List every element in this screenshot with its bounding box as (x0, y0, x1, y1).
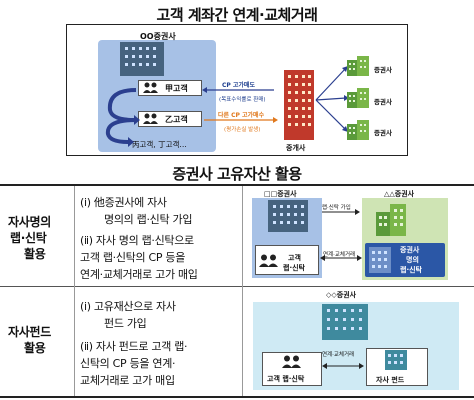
firm-b-label: △△증권사 (384, 190, 415, 198)
client-box-row1-label2: 랩·신탁 (283, 264, 305, 272)
row2-heading-line1: 자사펀드 (8, 325, 51, 339)
table-col-divider-1 (74, 186, 75, 396)
person-icon (143, 113, 158, 124)
client-box-row1 (255, 245, 319, 275)
firm-label-3: 증권사 (374, 129, 392, 137)
broker-to-firm-arrows (315, 66, 349, 132)
row1-arrows (320, 209, 362, 261)
broker-label: 중개사 (286, 144, 306, 152)
row2-line2: (ⅱ) 자사 펀드로 고객 랩· (80, 340, 188, 353)
firm-label-2: 증권사 (374, 98, 392, 106)
row2-heading-line2: 활용 (24, 341, 46, 355)
flow-arrows (105, 88, 140, 147)
firm-b-building-icon (376, 204, 406, 236)
row2-trade-label: 연계·교체거래 (322, 352, 355, 358)
person-icon (282, 355, 301, 368)
client-others-label: 丙고객, 丁고객… (132, 140, 187, 149)
cp-sell-note: (목표수익률로 환매) (219, 97, 266, 103)
row1-trade-label: 연계·교체거래 (323, 252, 356, 258)
row2-line3: 신탁의 CP 등을 연계· (80, 357, 176, 370)
table-col-divider-2 (242, 186, 243, 396)
inner-box-label3: 랩·신탁 (400, 266, 422, 274)
client-a-label: 甲고객 (165, 84, 188, 93)
top-title: 고객 계좌간 연계·교체거래 (156, 6, 318, 24)
firm-building-icon (347, 120, 369, 140)
cp-arrows (202, 87, 278, 123)
row1-line1-cont: 명의의 랩·신탁 가입 (104, 213, 193, 226)
fund-box-label: 자사 펀드 (376, 376, 405, 384)
person-icon (259, 254, 278, 267)
table-top-border (0, 184, 474, 186)
table-bottom-border (0, 396, 474, 398)
row2-line1-cont: 펀드 가입 (104, 317, 147, 330)
row1-line2: (ⅱ) 자사 명의 랩·신탁으로 (80, 234, 194, 247)
row1-heading-line1: 자사명의 (8, 215, 51, 229)
row1-line1: (ⅰ) 他증권사에 자사 (80, 196, 167, 209)
fund-building-icon (385, 350, 407, 370)
firm-label-1: 증권사 (374, 66, 392, 74)
broker-building-icon (284, 70, 314, 140)
inner-building-icon (369, 247, 391, 273)
row1-heading-line3: 활용 (24, 247, 46, 261)
firm-building-icon (347, 56, 369, 76)
row2-line1: (ⅰ) 고유재산으로 자사 (80, 300, 176, 313)
firm-a-building-icon (268, 200, 308, 232)
row1-line4: 연계·교체거래로 고가 매입 (80, 268, 198, 281)
cp-sell-label: CP 고가매도 (222, 82, 255, 89)
cp-buy-label: 다른 CP 고가매수 (218, 112, 265, 119)
firm-a-label: □□증권사 (264, 190, 297, 198)
own-firm-label: OO증권사 (140, 32, 176, 41)
firm-c-label: ◇◇증권사 (326, 291, 357, 299)
client-b-label: 乙고객 (165, 115, 188, 124)
row1-heading-line2: 랩·신탁 (10, 231, 47, 245)
top-diagram-frame (66, 24, 408, 156)
own-firm-building-icon (120, 42, 164, 76)
inner-box-label1: 증권사 (400, 246, 420, 254)
row2-arrow (322, 363, 364, 369)
person-icon (143, 82, 158, 93)
firm-building-icon (347, 88, 369, 108)
client-box-row2 (262, 352, 322, 386)
firm-c-building-icon (322, 304, 368, 340)
table-row-divider (0, 286, 474, 287)
row1-line3: 고객 랩·신탁의 CP 등을 (80, 251, 186, 264)
row1-join-label: 랩·신탁 가입 (322, 205, 351, 211)
client-box-row1-label1: 고객 (288, 254, 301, 262)
row2-line4: 교체거래로 고가 매입 (80, 374, 175, 387)
cp-buy-note: (평가손실 발생) (224, 127, 261, 133)
inner-box-label2: 명의 (406, 256, 419, 264)
bottom-title: 증권사 고유자산 활용 (172, 165, 302, 183)
client-box-row2-label: 고객 랩·신탁 (267, 375, 305, 383)
